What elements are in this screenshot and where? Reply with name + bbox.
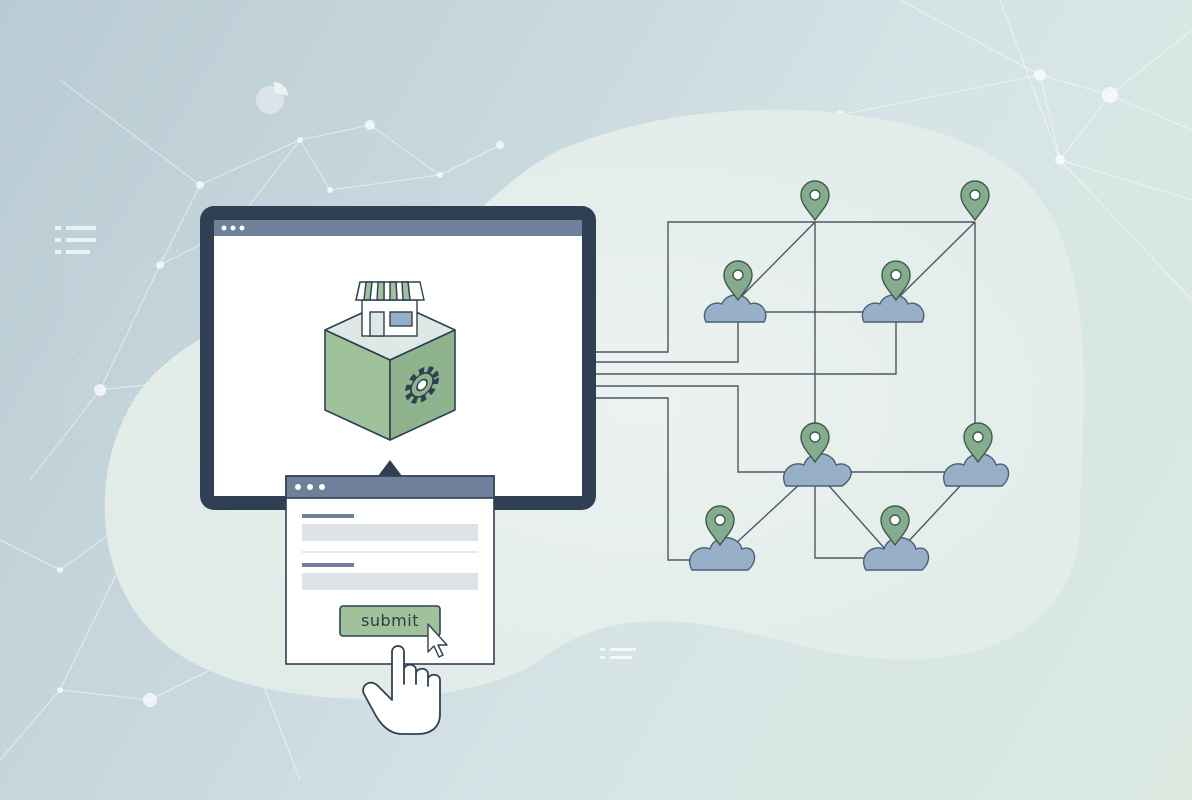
list-icon-small [600,648,636,659]
location-pin-icon [881,260,911,302]
location-pin-icon [800,422,830,464]
cloud-icon [783,453,852,487]
popup-pointer [378,460,402,476]
hand-cursor-icon [362,645,441,735]
location-pin-icon [800,180,830,222]
location-pin-icon [960,180,990,222]
browser-title-bar [214,220,582,236]
location-pin-icon [723,260,753,302]
field-label [302,563,354,567]
pie-chart-icon [256,82,288,114]
field-label [302,514,354,518]
location-pin-icon [963,422,993,464]
location-pin-icon [880,505,910,547]
cloud-icon [863,537,930,571]
text-field[interactable] [302,573,478,590]
cloud-icon [689,537,756,571]
location-pin-icon [705,505,735,547]
location-pins [705,180,993,547]
submit-button-label: submit [361,611,419,630]
cloud-nodes [689,294,1010,571]
form-title-bar [285,475,495,499]
storefront-icon [355,281,425,337]
submit-button[interactable]: submit [339,605,441,637]
pointer-cursor-icon [427,623,448,658]
text-field[interactable] [302,524,478,541]
list-icon [55,226,96,254]
